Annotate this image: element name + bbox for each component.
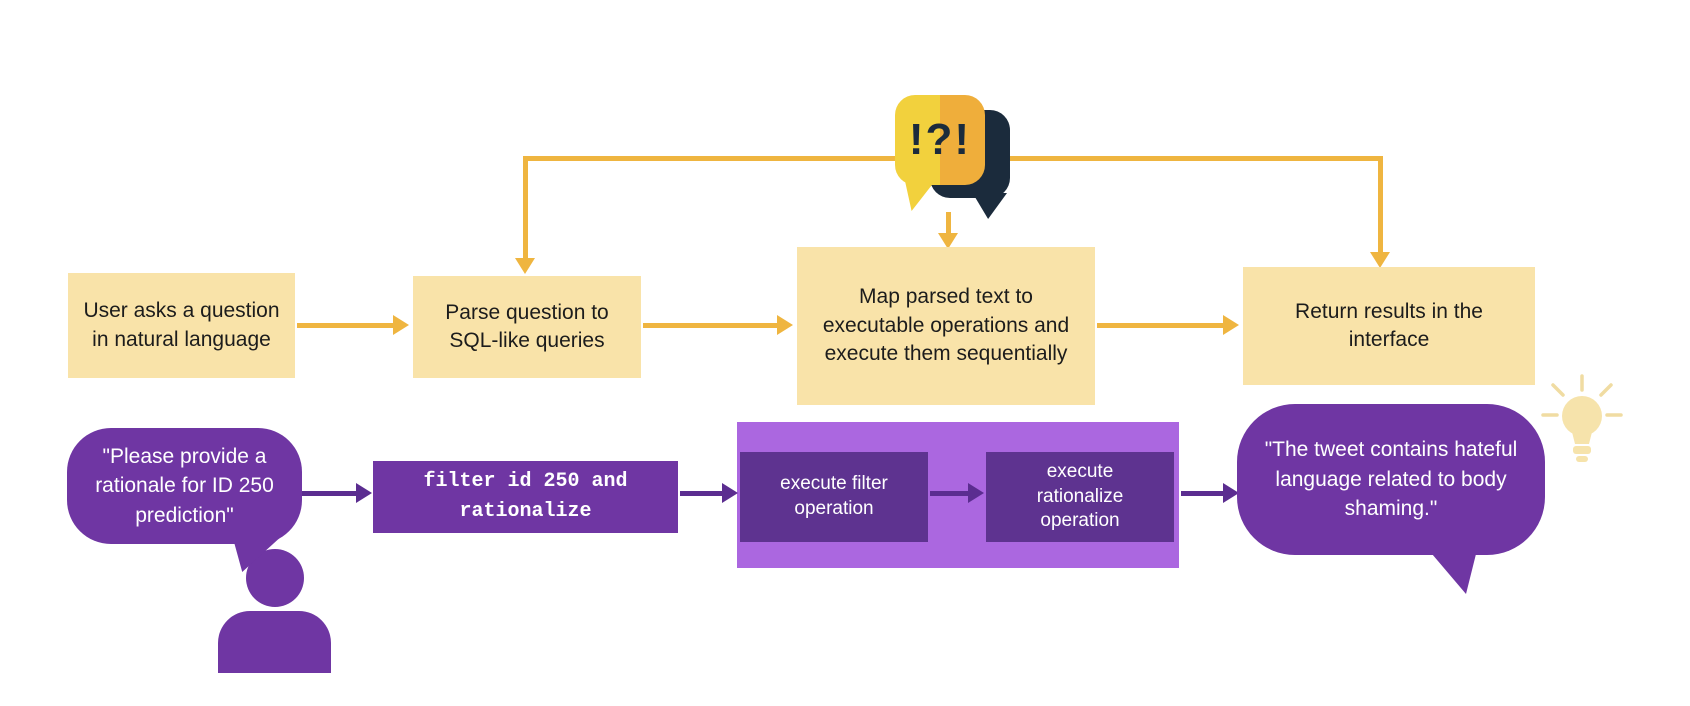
chat-icon-glyph: !?! [908,115,972,164]
chat-icon-front-bubble-tail [905,181,935,211]
arrowhead-into-parse-box [515,258,535,274]
arrow-filter-to-rationalize-line [930,491,970,496]
step-box-return-results: Return results in the interface [1243,267,1535,385]
chat-exclamation-question-icon: !?! [893,93,1018,221]
result-text: "The tweet contains hateful language rel… [1264,438,1518,521]
arrow-request-to-query-head [356,483,372,503]
lightbulb-rays [1541,374,1623,417]
arrow-query-to-operations-head [722,483,738,503]
parsed-query-text: filter id 250 and rationalize [423,470,628,523]
step-box-return-results-label: Return results in the interface [1295,299,1483,351]
lightbulb-icon [1541,374,1623,462]
step-box-parse-question-label: Parse question to SQL-like queries [445,300,609,352]
step-box-map-operations-label: Map parsed text to executable operations… [822,285,1070,366]
step-box-user-question-label: User asks a question in natural language [83,299,280,351]
arrow-user-to-parse-head [393,315,409,335]
operation-box-rationalize-label: execute rationalize operation [1036,460,1124,532]
arrow-operations-to-result-head [1223,483,1239,503]
user-request-bubble: "Please provide a rationale for ID 250 p… [67,428,302,544]
result-bubble: "The tweet contains hateful language rel… [1237,404,1545,555]
user-request-text: "Please provide a rationale for ID 250 p… [95,444,274,527]
arrow-parse-to-map-line [643,323,777,328]
arrow-filter-to-rationalize-head [968,483,984,503]
arrowhead-into-return-box [1370,252,1390,268]
step-box-user-question: User asks a question in natural language [68,273,295,378]
step-box-parse-question: Parse question to SQL-like queries [413,276,641,378]
step-box-map-operations: Map parsed text to executable operations… [797,247,1095,405]
arrowhead-into-map-box [938,233,958,249]
arrow-parse-to-map-head [777,315,793,335]
arrow-query-to-operations-line [680,491,722,496]
arrow-operations-to-result-line [1181,491,1223,496]
operation-box-filter: execute filter operation [740,452,928,542]
arrow-map-to-return-head [1223,315,1239,335]
operation-box-rationalize: execute rationalize operation [986,452,1174,542]
arrow-user-to-parse-line [297,323,393,328]
branch-middle-vertical-line [946,212,951,233]
arrow-request-to-query-line [302,491,356,496]
person-icon-body [218,611,331,673]
branch-right-vertical-line [1378,156,1383,252]
operation-box-filter-label: execute filter operation [780,473,888,519]
branch-left-vertical-line [523,156,528,258]
chat-icon-front-bubble: !?! [895,95,985,185]
arrow-map-to-return-line [1097,323,1223,328]
parsed-query-box: filter id 250 and rationalize [373,461,678,533]
lightbulb-bulb [1562,396,1602,462]
